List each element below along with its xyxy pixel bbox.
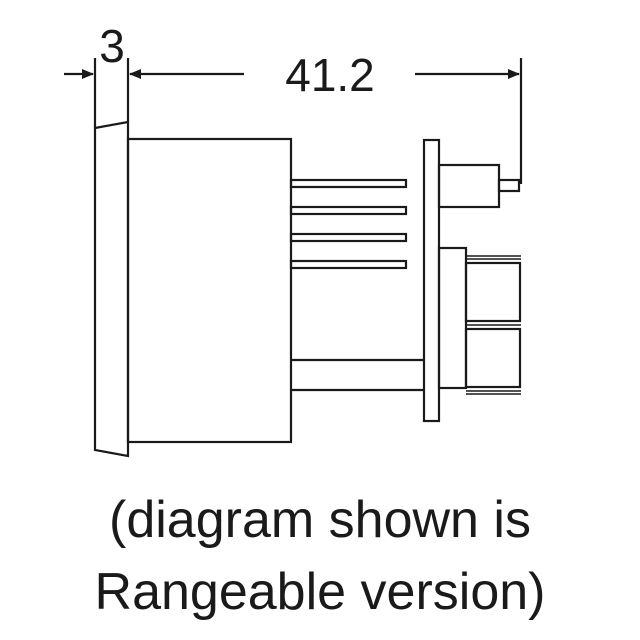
connector-block-upper	[464, 261, 522, 323]
dimension-label-bezel: 3	[99, 20, 125, 72]
component-lead	[497, 178, 521, 193]
caption-line-2: Rangeable version)	[94, 563, 546, 621]
arrowhead-41-right	[508, 69, 520, 79]
top-component	[437, 163, 501, 209]
rear-board	[422, 138, 441, 423]
pin-3	[289, 232, 408, 243]
main-housing	[126, 137, 293, 444]
arrowhead-41-left	[129, 69, 141, 79]
caption-line-1: (diagram shown is	[109, 491, 531, 549]
pin-1	[289, 178, 408, 189]
dimension-label-depth: 41.2	[285, 49, 375, 101]
arrowhead-3-left	[82, 69, 94, 79]
pin-2	[289, 205, 408, 216]
connector-base	[437, 246, 468, 390]
connector-block-lower	[464, 327, 522, 389]
pin-4	[289, 259, 408, 270]
front-bezel	[93, 120, 130, 458]
